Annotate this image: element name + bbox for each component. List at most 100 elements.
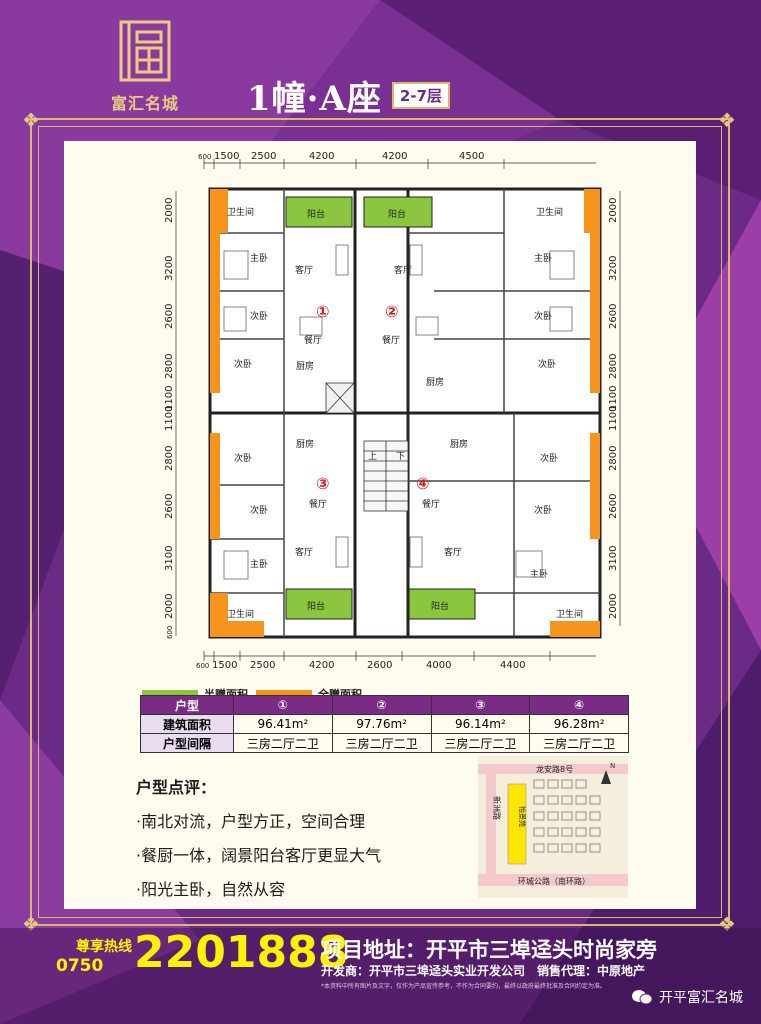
dimension-label-right: 2600: [608, 494, 619, 519]
dimension-label-bottom: 2500: [250, 660, 275, 671]
corner-ornament-icon: ❖: [22, 912, 40, 936]
room-kitchen: 厨房: [296, 360, 314, 372]
hotline-area-code: 0750: [56, 956, 104, 976]
brand-name: 富汇名城: [110, 94, 179, 113]
spec-header-row: 户型 ① ② ③ ④: [140, 695, 629, 715]
room-bathroom: 卫生间: [227, 206, 254, 218]
corner-ornament-icon: ❖: [718, 108, 736, 132]
room-master: 主卧: [534, 252, 552, 264]
area-cell: 96.28m²: [529, 714, 629, 734]
dimension-label-top: 600: [198, 153, 211, 161]
dimension-label-right: 3200: [608, 256, 619, 281]
dimension-label-top: 4200: [382, 151, 407, 162]
building-walls: [208, 187, 602, 639]
room-second: 次卧: [250, 504, 268, 516]
room-dining: 餐厅: [304, 334, 322, 346]
wechat-icon: [632, 990, 653, 1005]
svg-text:N: N: [610, 762, 615, 770]
spec-header-cell: ④: [529, 695, 629, 715]
layout-cell: 三房二厅二卫: [430, 733, 531, 753]
room-kitchen: 厨房: [450, 438, 468, 450]
room-dining: 餐厅: [309, 498, 327, 510]
room-living: 客厅: [295, 546, 313, 558]
room-balcony: 阳台: [431, 600, 449, 612]
dimension-label-left: 3200: [164, 256, 175, 281]
full-area-bays: [210, 189, 600, 637]
room-dining: 餐厅: [422, 498, 440, 510]
table-row: 户型间隔 三房二厅二卫 三房二厅二卫 三房二厅二卫 三房二厅二卫: [140, 733, 629, 753]
dimension-label-bottom: 1500: [212, 660, 237, 671]
legend-full-swatch: [256, 689, 312, 699]
outer-frame: [30, 118, 730, 926]
map-road-left: 新洲路: [492, 796, 502, 820]
stair-core: [325, 382, 409, 512]
area-cell: 97.76m²: [331, 714, 432, 734]
room-kitchen: 厨房: [296, 438, 314, 450]
review-heading: 户型点评：: [136, 778, 217, 797]
room-second: 次卧: [234, 452, 252, 464]
room-balcony: 阳台: [307, 600, 325, 612]
dimension-line-sides: [175, 191, 621, 636]
review-point: ·餐厨一体，阔景阳台客厅更显大气: [136, 846, 382, 865]
room-second: 次卧: [234, 358, 252, 370]
spec-header-cell: ①: [233, 695, 333, 715]
layout-cell: 三房二厅二卫: [529, 733, 629, 753]
dimension-line-bottom: [203, 651, 596, 661]
dimension-label-left: 2000: [164, 594, 175, 619]
hotline-label: 尊享热线: [76, 939, 132, 955]
room-bathroom: 卫生间: [227, 608, 254, 620]
room-labels: 卫生间 卫生间 阳台 阳台 主卧 主卧 客厅 客厅 次卧 次卧 餐厅 餐厅 次卧…: [227, 206, 583, 620]
dimension-label-left: 600: [166, 626, 174, 639]
dimension-label-left: 2600: [164, 494, 175, 519]
row-label-area: 建筑面积: [140, 714, 234, 734]
page-title: 1幢·A座: [247, 78, 382, 119]
room-bathroom: 卫生间: [536, 206, 563, 218]
dimension-label-bottom: 4400: [500, 660, 525, 671]
dimension-labels-left: 2000 3200 2600 2800 1100 1100 2800 2600 …: [164, 198, 175, 639]
dimension-label-right: 1100: [608, 386, 619, 411]
dimension-label-bottom: 600: [196, 662, 209, 670]
layout-cell: 三房二厅二卫: [331, 733, 432, 753]
room-master: 主卧: [250, 558, 268, 570]
spec-table: 户型 ① ② ③ ④ 建筑面积 96.41m² 97.76m² 96.14m² …: [140, 695, 629, 753]
map-road-top: 龙安路8号: [536, 764, 573, 774]
legend-half-swatch: [142, 689, 198, 699]
hotline-number[interactable]: 2201888: [134, 927, 349, 978]
area-cell: 96.14m²: [430, 714, 531, 734]
dimension-labels-right: 2000 3200 2600 2800 1100 1100 2800 2600 …: [608, 198, 619, 619]
dimension-label-bottom: 4000: [426, 660, 451, 671]
room-balcony: 阳台: [307, 208, 325, 220]
room-second: 次卧: [534, 504, 552, 516]
dimension-label-right: 2000: [608, 594, 619, 619]
developer-info: 开发商：开平市三埠迳头实业开发公司 销售代理：中原地产: [321, 964, 646, 978]
dimension-label-right: 2600: [608, 304, 619, 329]
disclaimer: *本资料中所有图片及文字，仅作为产品宣传参考，不作为合同要约，最终以政府最终批准…: [321, 983, 607, 990]
dimension-label-top: 4500: [459, 151, 484, 162]
inner-frame: [38, 126, 722, 918]
review-point: ·阳光主卧，自然从容: [136, 880, 286, 899]
spec-header-cell: ③: [430, 695, 531, 715]
room-living: 客厅: [295, 264, 313, 276]
page-title-box: 1幢·A座 2-7层: [247, 72, 450, 119]
location-map: 龙安路8号 新洲路 怡景苑 环城公路（南环路） N: [478, 756, 628, 898]
layout-cell: 三房二厅二卫: [233, 733, 333, 753]
review-section: 户型点评： ·南北对流，户型方正，空间合理 ·餐厨一体，阔景阳台客厅更显大气 ·…: [136, 771, 381, 907]
unit-mark-1: ①: [316, 302, 330, 321]
dimension-label-left: 1100: [164, 406, 175, 431]
spec-header-cell: ②: [331, 695, 432, 715]
room-dining: 餐厅: [382, 334, 400, 346]
wechat-account[interactable]: 开平富汇名城: [631, 987, 743, 1007]
room-master: 主卧: [530, 568, 548, 580]
brand-logo: 富汇名城: [95, 18, 195, 114]
furniture: [223, 244, 575, 580]
spec-header-cell: 户型: [140, 695, 234, 715]
map-block: 怡景苑: [518, 806, 527, 827]
project-address: 项目地址：开平市三埠迳头时尚家旁: [321, 938, 657, 962]
dimension-label-right: 1100: [608, 406, 619, 431]
corner-ornament-icon: ❖: [22, 108, 40, 132]
room-balcony: 阳台: [388, 208, 406, 220]
unit-mark-3: ③: [316, 474, 330, 493]
